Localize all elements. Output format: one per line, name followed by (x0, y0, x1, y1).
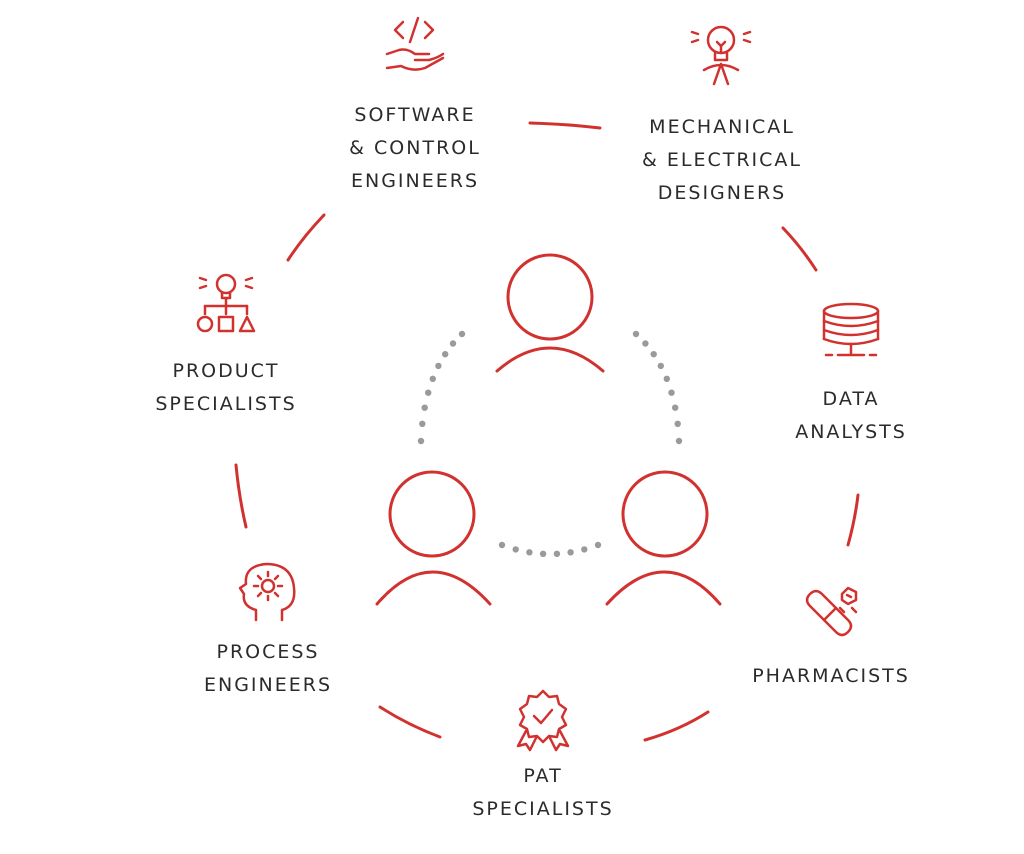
pills-icon (800, 584, 864, 646)
label-line: & ELECTRICAL (642, 149, 802, 171)
ring-arc (781, 226, 818, 272)
connection-dot (419, 420, 426, 427)
connection-dot (674, 420, 681, 427)
connection-dots (417, 330, 683, 557)
ring-arc (234, 463, 248, 529)
label-line: MECHANICAL (649, 116, 795, 138)
role-label-process-engineers: PROCESS ENGINEERS (204, 636, 332, 702)
label-line: & CONTROL (349, 137, 481, 159)
connection-dot (435, 362, 442, 370)
connection-dot (642, 340, 649, 347)
role-label-pat-specialists: PAT SPECIALISTS (472, 760, 613, 826)
award-badge-icon (512, 688, 574, 752)
person-left-icon (375, 470, 492, 606)
ring-arc (528, 121, 602, 130)
connection-dot (668, 389, 675, 396)
connection-dot (650, 351, 657, 358)
connection-dot (581, 546, 588, 553)
label-line: PRODUCT (172, 360, 280, 382)
role-label-software-control-engineers: SOFTWARE & CONTROL ENGINEERS (349, 99, 481, 198)
connection-dot (553, 550, 561, 557)
role-label-mechanical-electrical-designers: MECHANICAL & ELECTRICAL DESIGNERS (642, 111, 802, 210)
role-label-product-specialists: PRODUCT SPECIALISTS (155, 355, 296, 421)
head-gear-icon (238, 560, 298, 624)
connection-dot (632, 330, 640, 338)
ring-arc (846, 493, 860, 547)
connection-dot (421, 404, 428, 411)
connection-dot (425, 389, 432, 396)
connection-dot (526, 549, 533, 556)
connection-dot (657, 362, 664, 370)
code-hand-icon (385, 14, 445, 76)
label-line: PHARMACISTS (752, 665, 910, 687)
role-label-pharmacists: PHARMACISTS (752, 660, 910, 693)
ring-arc (378, 705, 442, 739)
connection-dot (449, 340, 457, 347)
connection-dot (498, 541, 506, 549)
connection-dot (672, 404, 679, 411)
connection-dot (512, 546, 519, 553)
label-line: PROCESS (216, 641, 320, 663)
label-line: DATA (822, 388, 880, 410)
label-line: SPECIALISTS (155, 393, 297, 415)
person-right-icon (605, 470, 722, 606)
connection-dot (429, 375, 436, 382)
label-line: ENGINEERS (350, 170, 480, 192)
connection-dot (675, 437, 683, 445)
connection-dot (442, 351, 449, 358)
label-line: SOFTWARE (354, 104, 476, 126)
connection-dot (567, 549, 574, 556)
lightbulb-person-icon (688, 22, 754, 88)
person-top-icon (495, 253, 605, 373)
connection-dot (663, 375, 670, 382)
label-line: SPECIALISTS (472, 798, 614, 820)
role-label-data-analysts: DATA ANALYSTS (795, 383, 907, 449)
ring-arc (643, 710, 710, 742)
connection-dot (417, 437, 425, 445)
connection-dot (539, 550, 547, 557)
database-icon (820, 302, 882, 360)
idea-flowchart-icon (196, 272, 256, 334)
label-line: ENGINEERS (203, 674, 333, 696)
ring-arc (286, 213, 326, 262)
label-line: ANALYSTS (795, 421, 907, 443)
connection-dot (594, 541, 602, 549)
connection-dot (458, 330, 466, 338)
label-line: PAT (523, 765, 563, 787)
label-line: DESIGNERS (657, 182, 787, 204)
